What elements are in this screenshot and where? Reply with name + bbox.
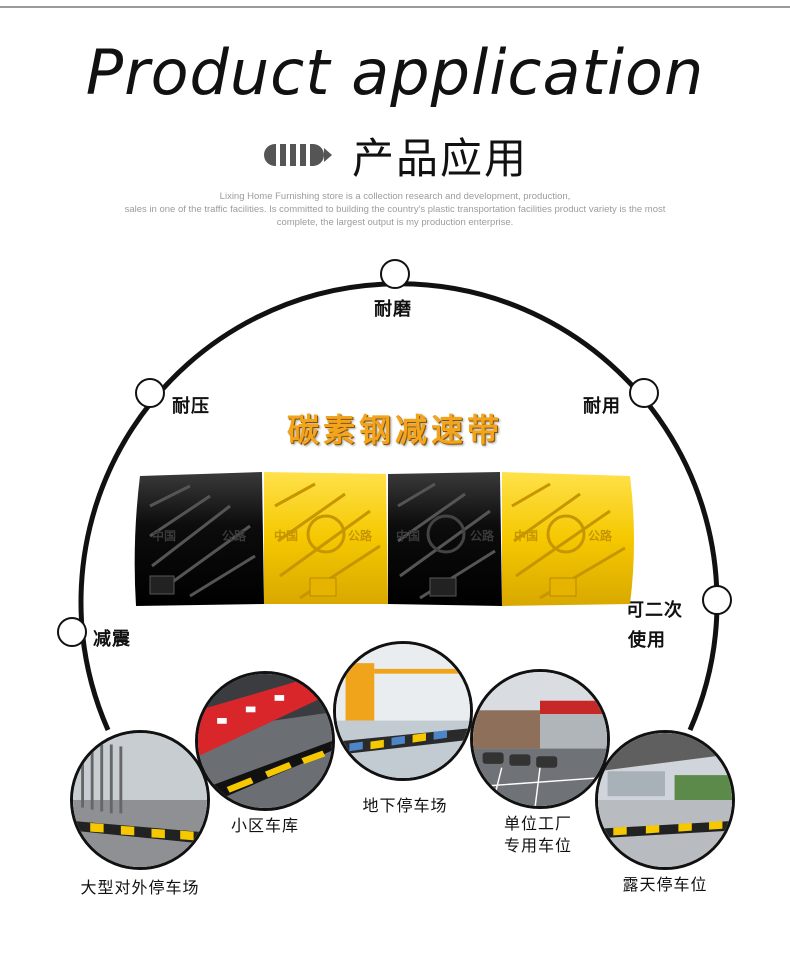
feature-node-lower-right	[702, 585, 732, 615]
page-title-english: Product application	[85, 36, 705, 109]
caption-line: 专用车位	[503, 836, 572, 855]
caption-line: 单位工厂	[503, 814, 572, 833]
photo-open-air-parking	[595, 730, 735, 870]
photo-factory-dedicated-parking	[470, 669, 610, 809]
feature-durable: 耐用	[583, 396, 621, 417]
feature-node-upper-right	[629, 378, 659, 408]
bumper-emboss-text: 公路	[348, 528, 373, 543]
feature-node-top	[380, 259, 410, 289]
company-description: Lixing Home Furnishing store is a collec…	[80, 190, 710, 229]
bumper-emboss-text: 中国	[274, 528, 298, 543]
photo-community-garage	[195, 671, 335, 811]
bumper-emboss-text: 中国	[396, 528, 420, 543]
bumper-emboss-text: 中国	[514, 528, 538, 543]
feature-node-lower-left	[57, 617, 87, 647]
feature-wear-resistant: 耐磨	[374, 299, 412, 320]
bumper-emboss-text: 中国	[152, 528, 176, 543]
description-line: sales in one of the traffic facilities. …	[124, 204, 666, 215]
feature-shock-absorbing: 减震	[93, 629, 131, 650]
stripes-decoration-icon	[263, 144, 332, 166]
feature-reusable-line1: 可二次	[626, 600, 683, 621]
page-title-chinese-row: 产品应用	[0, 120, 790, 190]
bumper-segment-yellow	[502, 472, 634, 606]
bumper-emboss-text: 公路	[588, 528, 613, 543]
bumper-segment-yellow	[264, 472, 388, 604]
caption-factory-dedicated-parking: 单位工厂 专用车位	[478, 813, 598, 857]
feature-pressure-resistant: 耐压	[172, 396, 210, 417]
caption-underground-parking: 地下停车场	[362, 796, 448, 815]
caption-open-air-parking: 露天停车位	[622, 875, 708, 894]
feature-reusable-line2: 使用	[628, 630, 666, 651]
bumper-emboss-text: 公路	[222, 528, 247, 543]
feature-node-upper-left	[135, 378, 165, 408]
photo-large-outdoor-parking	[70, 730, 210, 870]
caption-community-garage: 小区车库	[230, 816, 299, 835]
bumper-segment-black	[388, 472, 502, 606]
photo-underground-parking	[333, 641, 473, 781]
description-line: Lixing Home Furnishing store is a collec…	[219, 191, 571, 202]
page-title-chinese: 产品应用	[351, 133, 528, 183]
product-title: 碳素钢减速带	[286, 411, 503, 449]
speed-bump-product-image: 中国 公路 中国 公路 中国 公路 中国 公路	[134, 472, 634, 606]
description-line: complete, the largest output is my produ…	[276, 217, 514, 228]
caption-large-outdoor-parking: 大型对外停车场	[80, 878, 200, 897]
bumper-emboss-text: 公路	[470, 528, 495, 543]
bumper-segment-black	[134, 472, 264, 606]
top-divider	[0, 6, 790, 8]
